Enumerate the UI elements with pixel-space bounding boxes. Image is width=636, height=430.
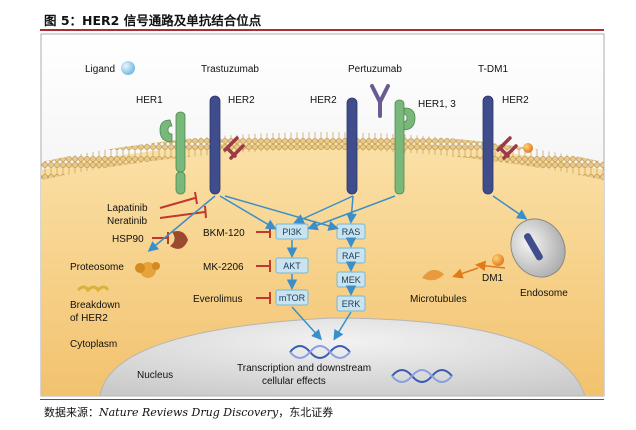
proteosome-label: Proteosome — [70, 262, 124, 273]
dm1-released-icon — [492, 254, 504, 266]
breakdown-label-1: Breakdown — [70, 300, 120, 311]
her2-label-a: HER2 — [228, 95, 255, 106]
her2-label-c: HER2 — [502, 95, 529, 106]
her1-receptor — [159, 111, 186, 195]
dna-helix-icon — [289, 345, 453, 383]
figure-source: 数据来源：Nature Reviews Drug Discovery，东北证券 — [44, 404, 333, 420]
breakdown-label-2: of HER2 — [70, 313, 108, 324]
mk2206-label: MK-2206 — [203, 262, 244, 273]
source-suffix: ，东北证券 — [278, 406, 334, 419]
ligand-icon — [121, 61, 135, 75]
trastuzumab-antibody-icon — [223, 136, 245, 160]
akt-box-label: AKT — [283, 261, 301, 271]
trastuzumab-label: Trastuzumab — [201, 64, 259, 75]
breakdown-fragments-icon — [76, 285, 110, 293]
mek-box-label: MEK — [341, 275, 361, 285]
dm1-conjugate-icon — [523, 143, 533, 153]
transcription-label-2: cellular effects — [262, 376, 326, 387]
her13-label: HER1, 3 — [418, 99, 456, 110]
bkm120-label: BKM-120 — [203, 228, 245, 239]
hsp90-label: HSP90 — [112, 234, 144, 245]
signal-arrows — [147, 195, 528, 341]
endosome-her2-icon — [523, 233, 543, 261]
tdm1-antibody-icon — [496, 136, 518, 160]
mtor-box-label: mTOR — [279, 293, 306, 303]
microtubules-icon — [422, 269, 444, 281]
tdm1-label: T-DM1 — [478, 64, 508, 75]
neratinib-label: Neratinib — [107, 216, 147, 227]
her2-label-b: HER2 — [310, 95, 337, 106]
proteosome-icon — [135, 262, 160, 278]
figure-title: 图 5：HER2 信号通路及单抗结合位点 — [44, 13, 262, 28]
her2-receptor-trastuzumab — [209, 95, 245, 195]
hsp90-icon — [170, 231, 188, 249]
her13-receptor — [394, 99, 416, 195]
cytoplasm-label: Cytoplasm — [70, 339, 117, 350]
everolimus-label: Everolimus — [193, 294, 242, 305]
transcription-label-1: Transcription and downstream — [237, 363, 371, 374]
title-rule — [40, 29, 604, 31]
pertuzumab-antibody-icon — [370, 84, 390, 118]
pi3k-box-label: PI3K — [282, 227, 302, 237]
nucleus-label: Nucleus — [137, 370, 173, 381]
source-prefix: 数据来源： — [44, 406, 99, 419]
inhibitor-lines — [152, 191, 271, 304]
source-journal: Nature Reviews Drug Discovery — [99, 406, 279, 419]
pathway-boxes — [275, 223, 366, 312]
microtubules-label: Microtubules — [410, 294, 467, 305]
her1-label: HER1 — [136, 95, 163, 106]
raf-box-label: RAF — [342, 251, 361, 261]
her2-receptor-tdm1 — [482, 95, 533, 195]
erk-box-label: ERK — [342, 299, 361, 309]
ras-box-label: RAS — [342, 227, 361, 237]
her2-receptor-pertuzumab — [346, 84, 390, 195]
dm1-label: DM1 — [482, 273, 504, 284]
pertuzumab-label: Pertuzumab — [348, 64, 402, 75]
endosome-label: Endosome — [520, 288, 568, 299]
source-rule — [40, 399, 604, 400]
lapatinib-label: Lapatinib — [107, 203, 148, 214]
ligand-label: Ligand — [85, 64, 115, 75]
